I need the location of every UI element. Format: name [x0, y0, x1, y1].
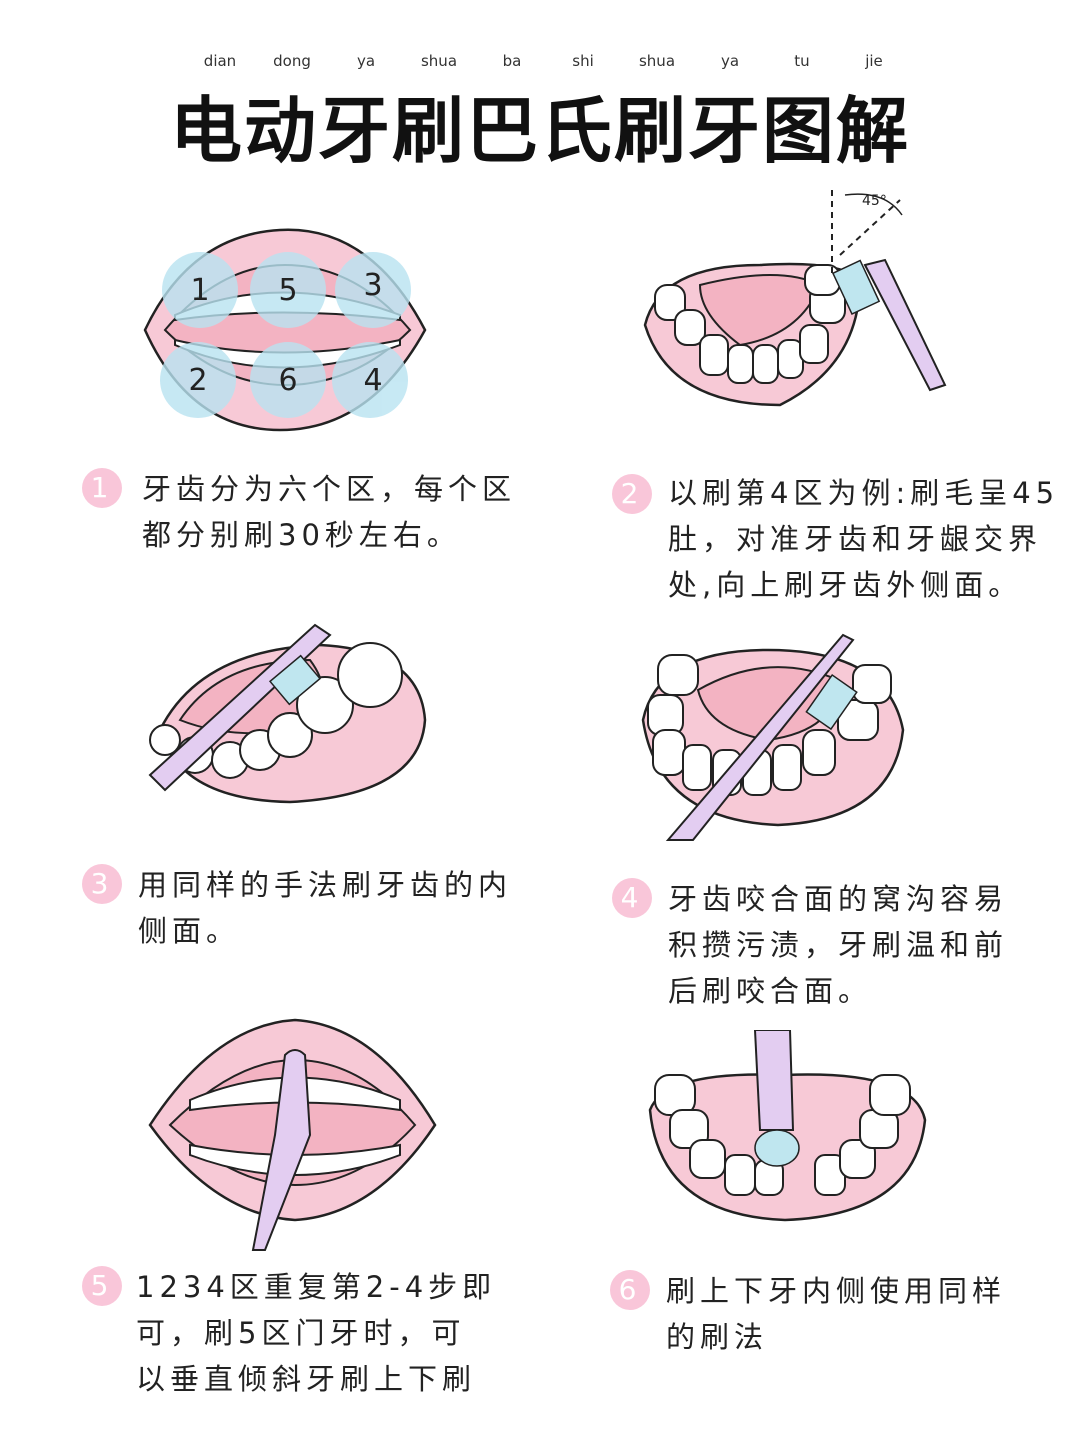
pinyin: shua — [638, 52, 676, 70]
pinyin: dian — [203, 52, 237, 70]
pinyin: ya — [356, 52, 376, 70]
inner-lower-illustration — [648, 1030, 927, 1222]
step-number-badge: 4 — [612, 878, 652, 918]
zone-label: 3 — [363, 268, 382, 303]
step-text: 牙齿咬合面的窝沟容易 积攒污渍，牙刷温和前 后刷咬合面。 — [668, 882, 1009, 1008]
step-number-badge: 2 — [612, 474, 652, 514]
zone-label: 1 — [190, 273, 209, 308]
step-text: 牙齿分为六个区，每个区 都分别刷30秒左右。 — [142, 472, 517, 552]
step-number-badge: 1 — [82, 468, 122, 508]
zone-label: 4 — [363, 363, 382, 398]
pinyin: shi — [572, 52, 594, 70]
step-text: 刷上下牙内侧使用同样 的刷法 — [666, 1274, 1007, 1354]
zone-label: 6 — [278, 363, 297, 398]
pinyin: jie — [865, 52, 883, 70]
step-text: 1234区重复第2-4步即 可，刷5区门牙时，可 以垂直倾斜牙刷上下刷 — [136, 1270, 497, 1396]
step-number-badge: 6 — [610, 1270, 650, 1310]
outer-brushing-illustration: 45° — [643, 190, 947, 407]
chewing-surface-illustration — [641, 633, 905, 841]
zone-label: 2 — [188, 363, 207, 398]
step-number-badge: 5 — [82, 1266, 122, 1306]
angle-label: 45° — [862, 193, 887, 209]
inner-brushing-illustration — [148, 623, 427, 804]
front-teeth-illustration — [148, 1018, 437, 1251]
step-text: 用同样的手法刷牙齿的内 侧面。 — [138, 868, 513, 948]
title-pinyin: dian dong ya shua ba shi shua ya tu jie — [0, 52, 1080, 72]
step-number-badge: 3 — [82, 864, 122, 904]
page-title: 电动牙刷巴氏刷牙图解 — [169, 89, 910, 173]
pinyin: dong — [273, 52, 311, 70]
pinyin: shua — [420, 52, 458, 70]
zone-label: 5 — [278, 273, 297, 308]
step-text: 以刷第4区为例:刷毛呈45 肚，对准牙齿和牙龈交界 处,向上刷牙齿外侧面。 — [668, 476, 1060, 602]
pinyin: tu — [794, 52, 810, 70]
pinyin: ba — [502, 52, 522, 70]
mouth-zones-illustration: 1 5 3 2 6 4 — [143, 228, 427, 432]
pinyin: ya — [720, 52, 740, 70]
